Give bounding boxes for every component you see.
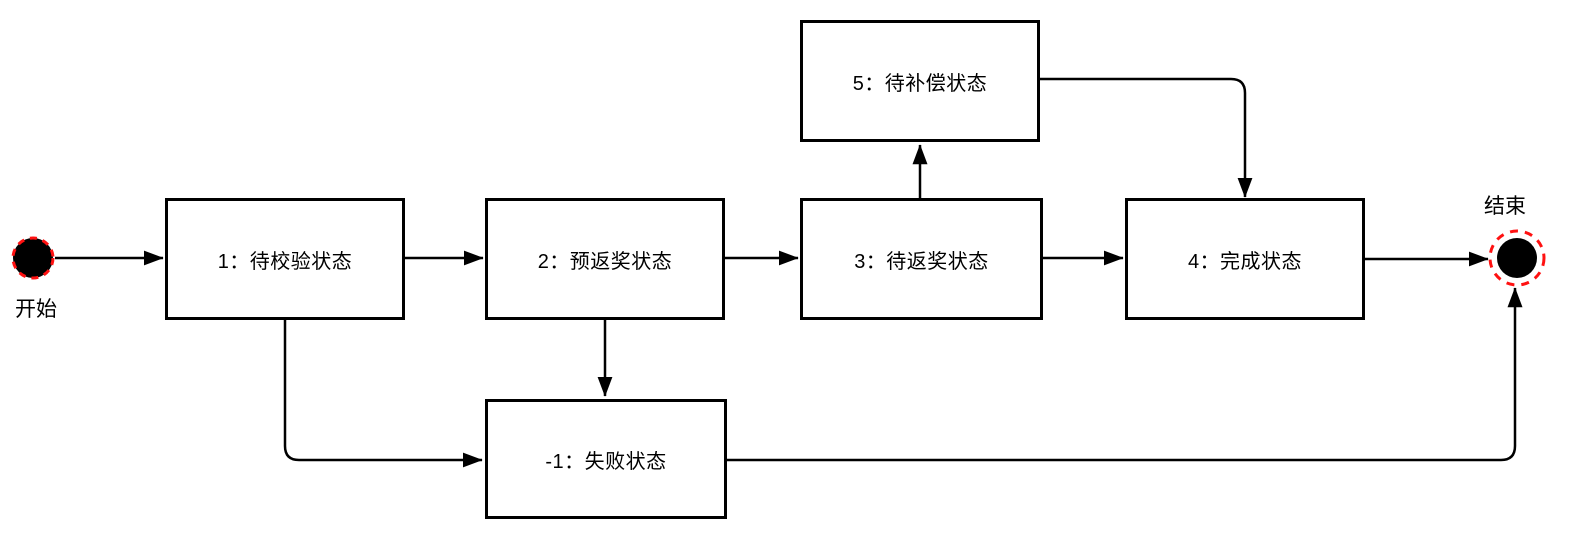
state-box-fail-label: -1：失败状态 [545,450,667,473]
state-box-4[interactable]: 4：完成状态 [1125,198,1365,320]
state-box-3[interactable]: 3：待返奖状态 [800,198,1043,320]
state-box-4-label: 4：完成状态 [1187,250,1303,273]
state-box-2-label: 2：预返奖状态 [537,250,673,273]
start-node-dashed-ring [11,236,55,280]
end-node[interactable] [1488,229,1546,287]
state-box-3-label: 3：待返奖状态 [854,250,989,273]
edge-1-to-fail [283,320,483,468]
state-box-5-label: 5：待补偿状态 [852,72,988,95]
state-box-1[interactable]: 1：待校验状态 [165,198,405,320]
state-box-fail[interactable]: -1：失败状态 [485,399,727,519]
edge-fail-to-end [727,287,1523,462]
end-node-dashed-ring [1488,229,1546,287]
start-node-circle[interactable] [13,238,53,278]
state-box-1-label: 1：待校验状态 [217,250,353,273]
start-node[interactable] [11,236,55,280]
state-box-5[interactable]: 5：待补偿状态 [800,20,1040,142]
edge-5-to-4 [1040,77,1253,198]
end-node-label: 结束 [1484,195,1526,218]
start-node-label: 开始 [15,298,57,321]
state-box-2[interactable]: 2：预返奖状态 [485,198,725,320]
end-node-circle[interactable] [1497,238,1537,278]
